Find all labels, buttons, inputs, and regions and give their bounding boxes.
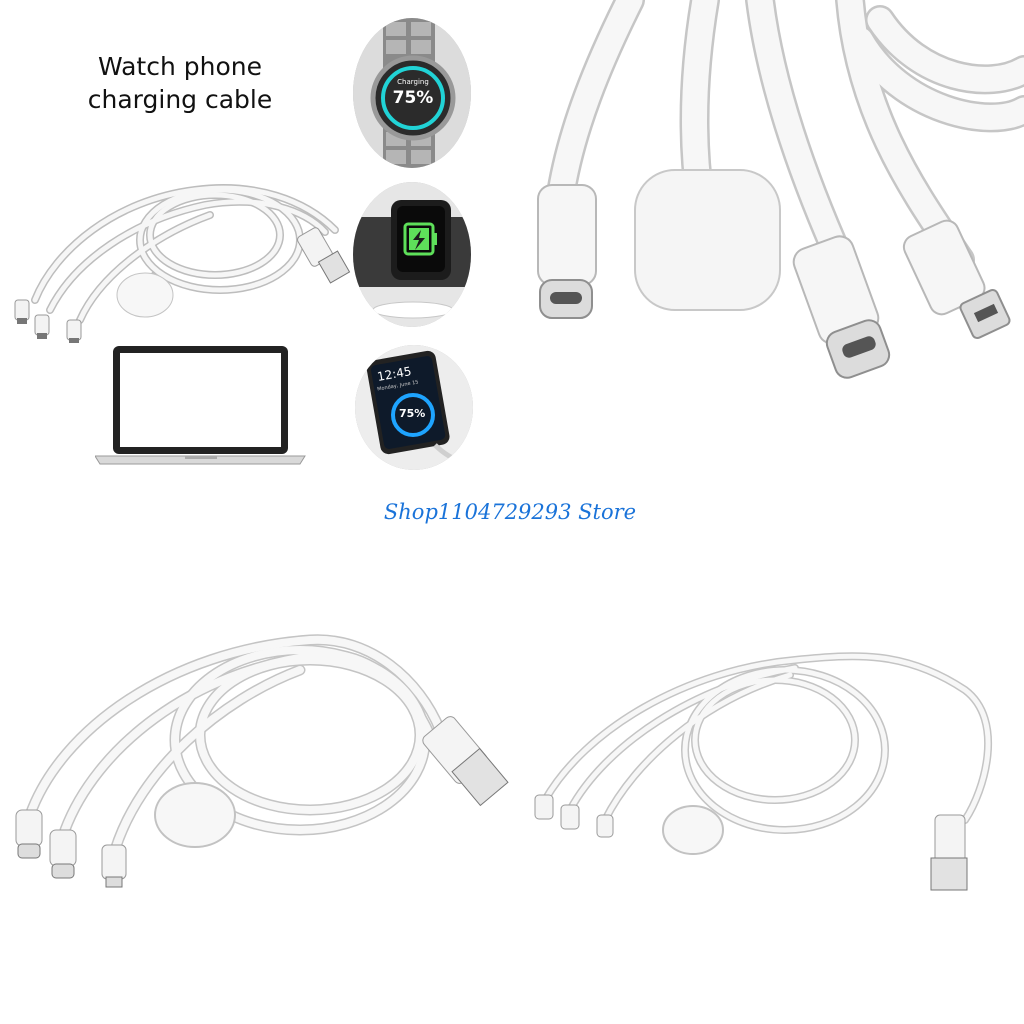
laptop-icon — [95, 346, 306, 465]
cable-photo-left — [15, 634, 509, 888]
overview-connectors — [14, 227, 351, 343]
store-watermark: Shop1104729293 Store — [383, 500, 637, 524]
watch-bubble-square — [353, 182, 471, 327]
headline-line-2: charging cable — [87, 85, 273, 114]
phone-percent-text: 75% — [399, 407, 426, 420]
smartwatch-metal-icon — [353, 18, 471, 168]
watch-percent-text: 75% — [392, 88, 434, 108]
headline: Watch phone charging cable — [60, 50, 300, 116]
cable-photo-right — [534, 652, 992, 891]
headline-line-1: Watch phone — [97, 52, 262, 81]
smartphone-icon — [355, 345, 473, 470]
watch-bubble-metal: Charging 75% — [353, 18, 471, 168]
smartwatch-battery-icon — [353, 182, 471, 327]
product-overview-image — [14, 184, 351, 343]
watch-charging-label: Charging — [397, 78, 429, 86]
connector-closeup-image — [537, 0, 1024, 379]
phone-bubble: 12:45 Monday, June 15 75% — [355, 345, 473, 470]
